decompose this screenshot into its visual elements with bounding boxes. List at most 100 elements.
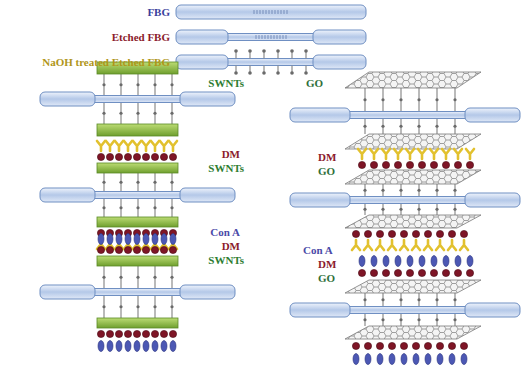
fiber-end <box>176 30 228 44</box>
dm-molecule <box>460 230 467 237</box>
dm-molecule <box>115 153 122 160</box>
cona-protein <box>170 234 176 245</box>
dm-molecule <box>370 269 377 276</box>
layer-label: FBG <box>147 6 170 19</box>
linker-dot <box>119 181 122 184</box>
linker-dot <box>453 98 456 101</box>
linker-dot <box>453 208 456 211</box>
dm-ligand <box>460 240 468 250</box>
dm-molecule <box>169 153 176 160</box>
linker-dot <box>435 208 438 211</box>
grating-line <box>280 35 281 39</box>
linker-bond <box>103 74 104 96</box>
cona-protein <box>443 256 449 267</box>
dm-molecule <box>352 230 359 237</box>
linker-dot <box>399 318 402 321</box>
dm-molecule <box>133 153 140 160</box>
linker-dot <box>381 298 384 301</box>
dm-molecule <box>352 342 359 349</box>
cona-protein <box>377 354 383 365</box>
dm-ligand <box>160 141 168 151</box>
dm-molecule <box>364 230 371 237</box>
dm-molecule <box>97 330 104 337</box>
dm-molecule <box>169 330 176 337</box>
dm-molecule <box>460 342 467 349</box>
grating-line <box>278 10 279 14</box>
linker-dot <box>119 112 122 115</box>
dm-molecule <box>430 161 437 168</box>
linker-dot <box>417 125 420 128</box>
cona-protein <box>413 354 419 365</box>
linker-dot <box>453 298 456 301</box>
cona-protein <box>389 354 395 365</box>
linker-dot <box>417 318 420 321</box>
etched-region <box>347 307 468 314</box>
dm-molecule <box>382 161 389 168</box>
linker-dot <box>170 112 173 115</box>
dm-molecule <box>106 330 113 337</box>
dm-ligand <box>394 149 402 159</box>
dm-molecule <box>106 153 113 160</box>
linker-dot <box>102 206 105 209</box>
linker-dot <box>153 206 156 209</box>
grating-line <box>281 10 282 14</box>
linker-dot <box>119 83 122 86</box>
dm-molecule <box>358 161 365 168</box>
cona-protein <box>134 341 140 352</box>
dm-ligand <box>454 149 462 159</box>
dm-ligand <box>382 149 390 159</box>
hydroxyl-dot <box>276 49 280 53</box>
linker-bond <box>103 266 104 289</box>
grating-line <box>271 35 272 39</box>
dm-ligand <box>406 149 414 159</box>
etched-region <box>92 96 183 103</box>
dm-ligand <box>430 149 438 159</box>
linker-dot <box>102 276 105 279</box>
dm-molecule <box>442 269 449 276</box>
fiber-end <box>180 188 235 202</box>
dm-molecule <box>412 230 419 237</box>
cona-protein <box>116 341 122 352</box>
dm-molecule <box>418 269 425 276</box>
dm-ligand <box>412 240 420 250</box>
dm-ligand <box>442 149 450 159</box>
linker-bond <box>120 296 121 319</box>
hydroxyl-dot <box>234 49 238 53</box>
cona-protein <box>353 354 359 365</box>
cona-protein <box>467 256 473 267</box>
grating-line <box>256 35 257 39</box>
dm-molecule <box>400 230 407 237</box>
linker-dot <box>381 208 384 211</box>
linker-dot <box>417 208 420 211</box>
layer-label: DM <box>318 151 336 164</box>
grating-line <box>268 35 269 39</box>
optical-fiber <box>40 188 235 202</box>
dm-molecule <box>406 269 413 276</box>
cona-protein <box>455 256 461 267</box>
dm-ligand <box>151 141 159 151</box>
dm-ligand <box>388 240 396 250</box>
cona-protein <box>98 341 104 352</box>
dm-ligand <box>370 149 378 159</box>
linker-bond <box>103 199 104 218</box>
linker-dot <box>417 98 420 101</box>
layer-label: Etched FBG <box>112 31 170 44</box>
grating-line <box>266 10 267 14</box>
linker-dot <box>399 98 402 101</box>
linker-bond <box>103 103 104 125</box>
cona-protein <box>395 256 401 267</box>
linker-dot <box>102 83 105 86</box>
linker-dot <box>136 181 139 184</box>
layer-label: GO <box>318 272 335 285</box>
fiber-end <box>180 285 235 299</box>
linker-bond <box>120 266 121 289</box>
cona-protein <box>107 341 113 352</box>
layer-label: DM <box>318 258 336 271</box>
optical-fiber <box>40 92 235 106</box>
dm-ligand <box>97 141 105 151</box>
fiber-end <box>176 55 228 69</box>
linker-dot <box>435 298 438 301</box>
optical-fiber <box>176 5 366 19</box>
dm-molecule <box>436 230 443 237</box>
